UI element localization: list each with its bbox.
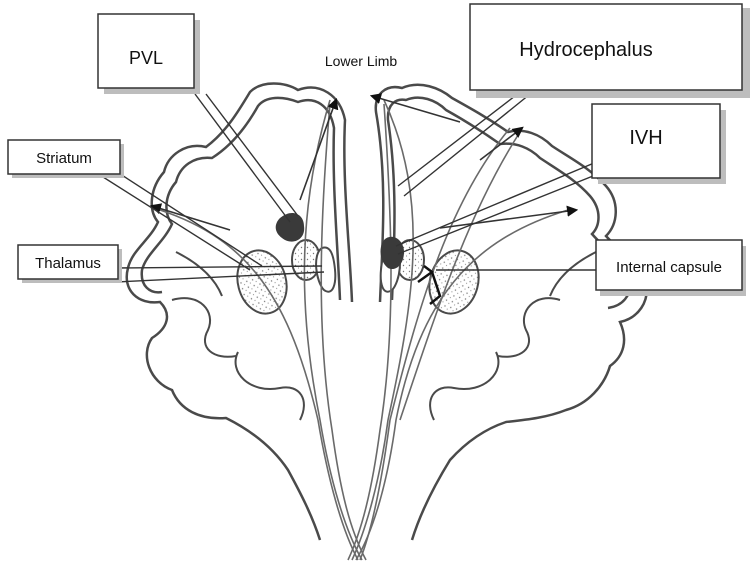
label-pvl: PVL [98, 14, 200, 94]
label-thalamus: Thalamus [18, 245, 122, 283]
thalamus-label-text: Thalamus [35, 255, 101, 272]
label-internal-capsule: Internal capsule [596, 240, 746, 296]
deep-nuclei [231, 240, 486, 319]
pvl-label-text: PVL [129, 48, 163, 68]
striatum-label-text: Striatum [36, 150, 92, 167]
ivh-label-text: IVH [629, 127, 662, 149]
internal-capsule-label-text: Internal capsule [616, 259, 722, 276]
label-striatum: Striatum [8, 140, 124, 178]
label-hydrocephalus: Hydrocephalus [470, 4, 750, 98]
lower-limb-label: Lower Limb [325, 53, 398, 69]
pvl-lesion [276, 213, 304, 242]
label-ivh: IVH [592, 104, 726, 184]
hydrocephalus-label-text: Hydrocephalus [519, 39, 652, 61]
tract-arrows [152, 96, 576, 230]
tract-fibres [160, 100, 568, 560]
